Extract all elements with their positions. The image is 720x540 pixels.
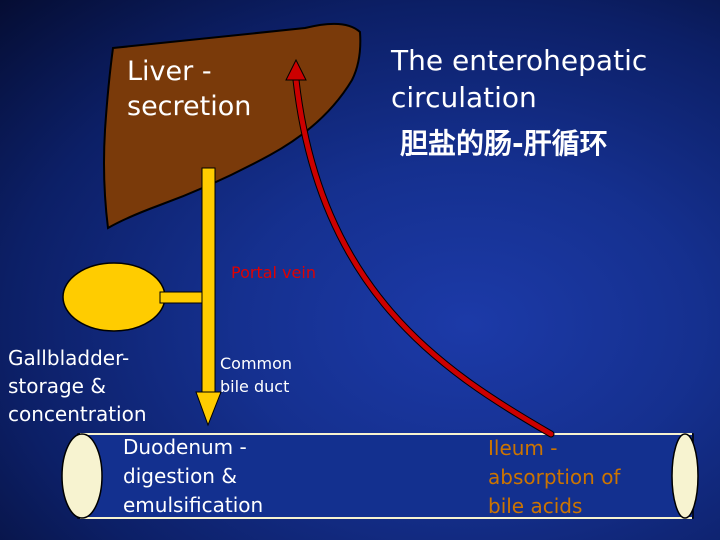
intestine-right-end	[671, 433, 699, 519]
intestine-left-end	[61, 433, 103, 519]
gallbladder-shape	[62, 262, 166, 332]
duodenum-label-line3: emulsification	[123, 493, 264, 517]
title-chinese: 胆盐的肠-肝循环	[400, 127, 608, 160]
title-english: The enterohepatic circulation	[391, 42, 647, 116]
ileum-label-line2: absorption of	[488, 465, 621, 489]
portal-vein-curve-inner	[293, 77, 554, 437]
duodenum-label-line2: digestion &	[123, 464, 237, 488]
portal-vein-arrowhead	[285, 58, 307, 81]
ileum-label-line1: Ileum -	[488, 436, 558, 460]
ileum-label: Ileum - absorption of bile acids	[488, 434, 620, 521]
gallbladder-label-line3: concentration	[8, 402, 147, 426]
gallbladder-label-line2: storage &	[8, 374, 106, 398]
bile-duct-label: Common bile duct	[220, 352, 292, 398]
portal-vein-label: Portal vein	[231, 263, 316, 282]
ileum-label-line3: bile acids	[488, 494, 583, 518]
title-english-line1: The enterohepatic	[391, 44, 648, 77]
bile-duct-arrowhead	[195, 391, 222, 427]
bile-duct-label-line1: Common	[220, 354, 293, 373]
bile-duct-label-line2: bile duct	[220, 377, 290, 396]
common-bile-duct	[201, 167, 216, 394]
gallbladder-label-line1: Gallbladder-	[8, 346, 130, 370]
liver-label-line1: Liver -	[127, 56, 212, 87]
gallbladder-label: Gallbladder- storage & concentration	[8, 344, 147, 428]
title-english-line2: circulation	[391, 81, 537, 114]
liver-label-line2: secretion	[127, 91, 252, 122]
liver-label: Liver - secretion	[127, 54, 251, 124]
duodenum-label: Duodenum - digestion & emulsification	[123, 433, 263, 520]
duodenum-label-line1: Duodenum -	[123, 435, 247, 459]
